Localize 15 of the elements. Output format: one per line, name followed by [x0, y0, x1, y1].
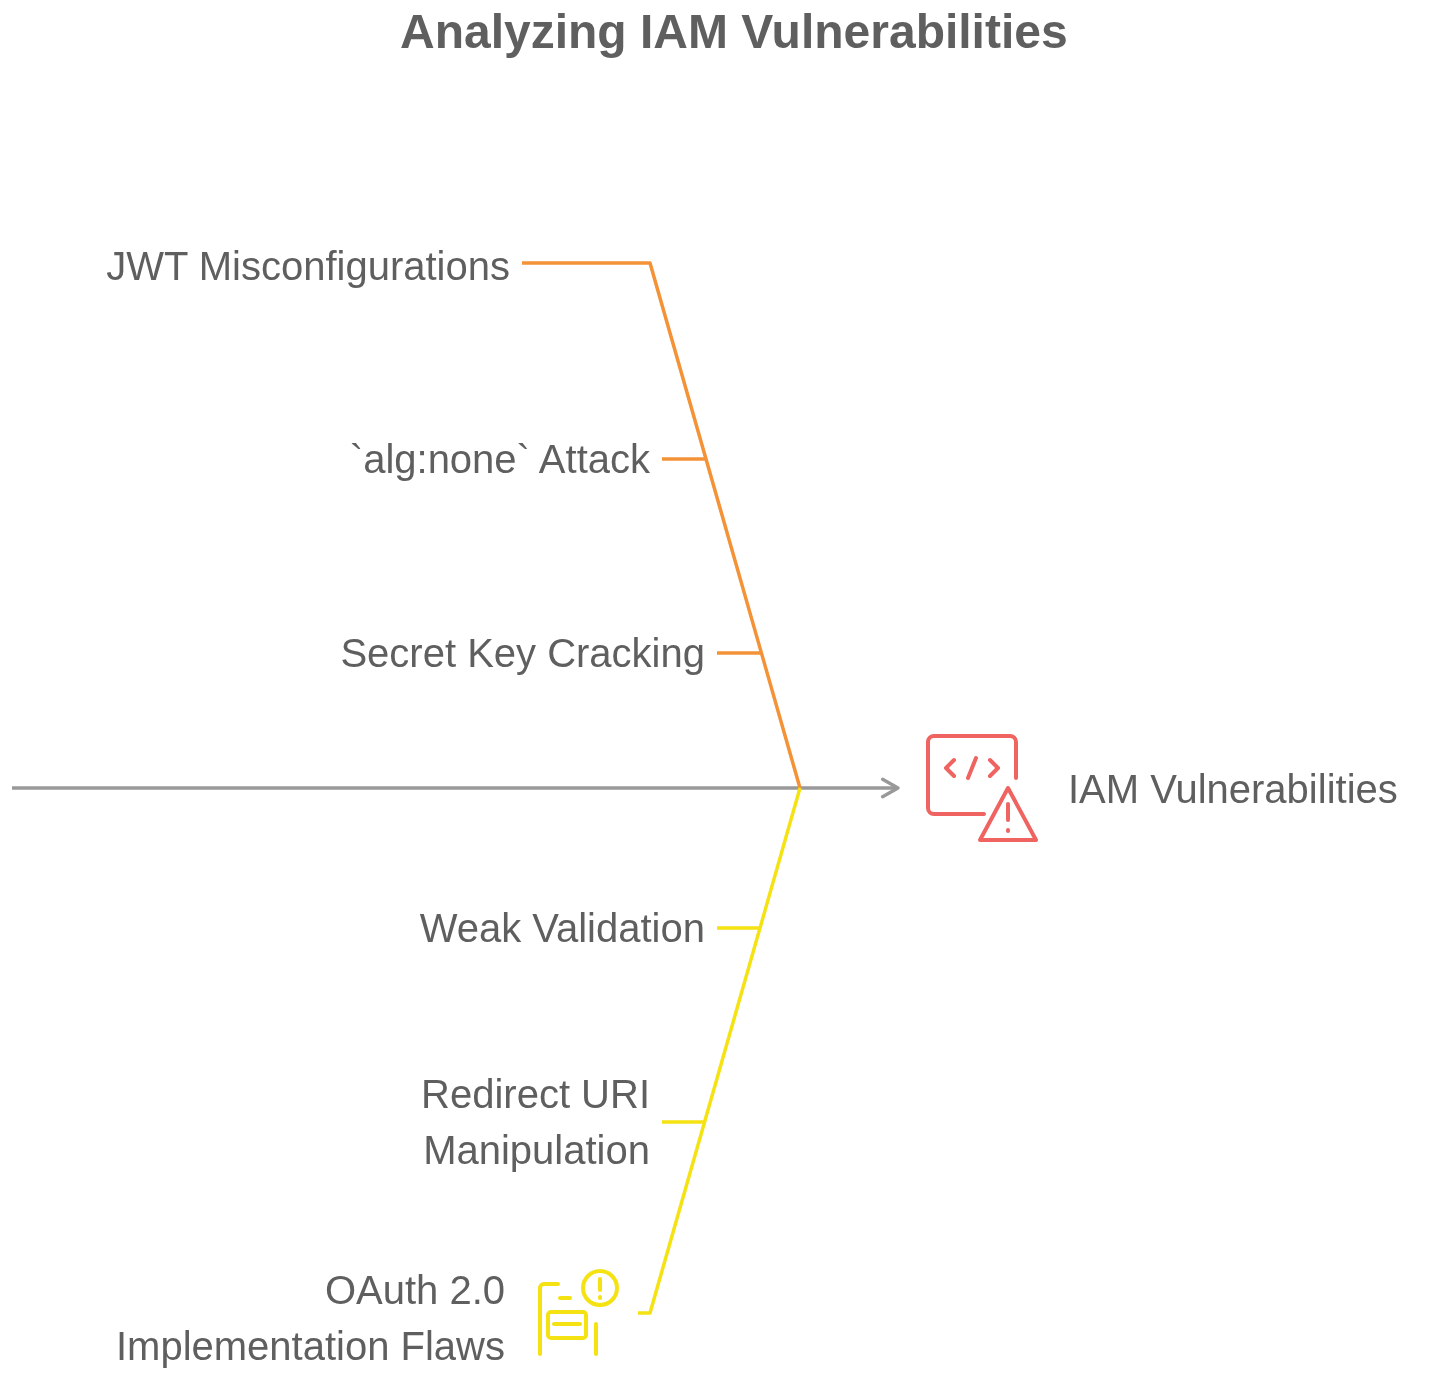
category-label: OAuth 2.0 Implementation Flaws — [114, 1267, 505, 1370]
spine-arrow — [12, 777, 900, 799]
rib-line — [717, 651, 762, 655]
bone-line — [638, 787, 802, 1315]
bone-line — [522, 261, 802, 789]
category-label: JWT Misconfigurations — [105, 243, 510, 290]
cause-label: `alg:none` Attack — [348, 436, 650, 483]
rib-line — [662, 1120, 705, 1124]
cause-label: Secret Key Cracking — [339, 630, 705, 677]
cause-label: Weak Validation — [418, 905, 705, 952]
rib-line — [662, 457, 706, 461]
effect-label: IAM Vulnerabilities — [1068, 766, 1398, 813]
diagram-title: Analyzing IAM Vulnerabilities — [400, 4, 1068, 60]
rib-line — [717, 926, 760, 930]
cause-label: Redirect URI Manipulation — [420, 1071, 650, 1174]
